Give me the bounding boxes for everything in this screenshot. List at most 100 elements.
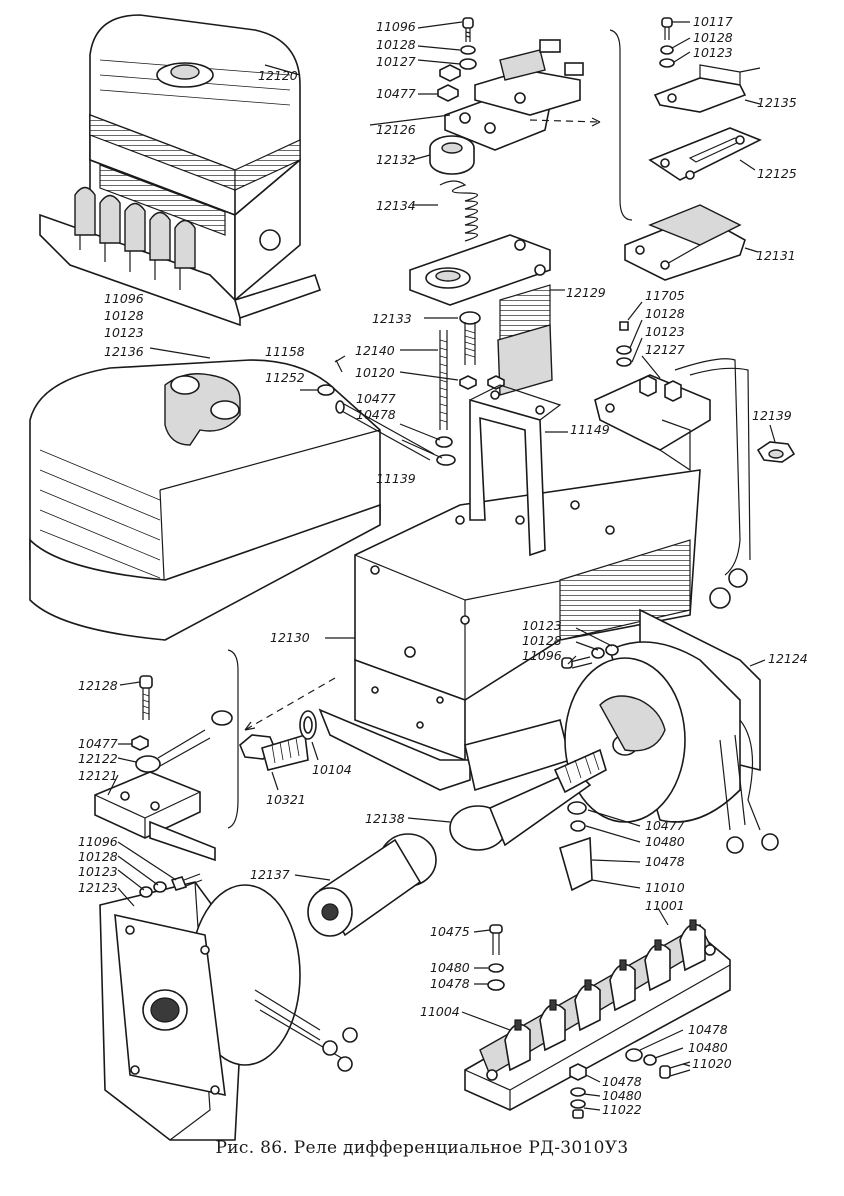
label-12132: 12132 — [376, 152, 416, 167]
label-10123: 10123 — [78, 864, 118, 879]
label-10123: 10123 — [645, 324, 685, 339]
label-11010: 11010 — [645, 880, 685, 895]
label-11096: 11096 — [376, 19, 416, 34]
label-11004: 11004 — [420, 1004, 460, 1019]
contact-assembly — [369, 39, 584, 151]
label-10478: 10478 — [356, 407, 396, 422]
terminal-strip-11004 — [461, 907, 731, 1111]
label-10128: 10128 — [78, 849, 118, 864]
label-11096: 11096 — [104, 291, 144, 306]
label-11096: 11096 — [522, 648, 562, 663]
label-10104: 10104 — [312, 762, 352, 777]
assembled-relay — [39, 14, 322, 327]
label-10127: 10127 — [376, 54, 416, 69]
label-12120: 12120 — [258, 68, 298, 83]
core-12137 — [294, 833, 437, 937]
label-10480: 10480 — [645, 834, 685, 849]
core-12138 — [407, 748, 607, 851]
label-10123: 10123 — [104, 325, 144, 340]
label-10478: 10478 — [688, 1022, 728, 1037]
label-10117: 10117 — [693, 14, 733, 29]
label-12126: 12126 — [376, 122, 416, 137]
label-12138: 12138 — [365, 811, 405, 826]
label-12133: 12133 — [372, 311, 412, 326]
label-11020: 11020 — [692, 1056, 732, 1071]
label-11096: 11096 — [78, 834, 118, 849]
label-11149: 11149 — [570, 422, 610, 437]
label-10478: 10478 — [645, 854, 685, 869]
label-10477: 10477 — [356, 391, 396, 406]
bolt-12128 — [119, 675, 153, 720]
label-10478: 10478 — [430, 976, 470, 991]
label-10475: 10475 — [430, 924, 470, 939]
part-labels: 12120 11096 10128 10127 10477 12126 1213… — [78, 14, 808, 1117]
spring-plate-12135 — [653, 64, 761, 113]
bracket-brace — [529, 29, 633, 221]
main-frame-12130 — [318, 384, 701, 792]
block-12131 — [624, 204, 759, 281]
label-10128: 10128 — [376, 37, 416, 52]
cover — [29, 347, 381, 641]
coil-12124 — [564, 608, 779, 854]
label-12140: 12140 — [355, 343, 395, 358]
label-12124: 12124 — [768, 651, 808, 666]
label-12130: 12130 — [270, 630, 310, 645]
label-10128: 10128 — [693, 30, 733, 45]
label-12137: 12137 — [250, 867, 290, 882]
label-12131: 12131 — [756, 248, 796, 263]
label-11022: 11022 — [602, 1102, 642, 1117]
label-12129: 12129 — [566, 285, 606, 300]
label-11139: 11139 — [376, 471, 416, 486]
nut-12139 — [756, 424, 796, 463]
label-12127: 12127 — [645, 342, 685, 357]
label-12122: 12122 — [78, 751, 118, 766]
label-12136: 12136 — [104, 344, 144, 359]
hardware-bottom-right — [569, 1029, 691, 1119]
label-11705: 11705 — [645, 288, 685, 303]
stud-12140 — [399, 330, 505, 430]
label-12135: 12135 — [757, 95, 797, 110]
label-10120: 10120 — [355, 365, 395, 380]
terminal-block-12121 — [94, 771, 216, 862]
label-10480: 10480 — [688, 1040, 728, 1055]
label-12128: 12128 — [78, 678, 118, 693]
pin-11139 — [300, 355, 456, 466]
magnet-yoke-12129 — [409, 234, 565, 396]
label-12123: 12123 — [78, 880, 118, 895]
label-10477: 10477 — [645, 818, 685, 833]
label-10477: 10477 — [376, 86, 416, 101]
label-10128: 10128 — [104, 308, 144, 323]
bolt-10321 — [239, 710, 319, 791]
screw-12133 — [424, 311, 481, 365]
label-11158: 11158 — [265, 344, 305, 359]
label-10123: 10123 — [522, 618, 562, 633]
screw-10117 — [659, 17, 691, 68]
label-11001: 11001 — [645, 898, 685, 913]
terminal-12127 — [594, 301, 751, 609]
label-10128: 10128 — [522, 633, 562, 648]
label-10480: 10480 — [430, 960, 470, 975]
label-12121: 12121 — [78, 768, 118, 783]
label-10478: 10478 — [602, 1074, 642, 1089]
coil-12123 — [99, 841, 358, 1141]
label-10123: 10123 — [693, 45, 733, 60]
label-12125: 12125 — [757, 166, 797, 181]
label-12139: 12139 — [752, 408, 792, 423]
screw-10475 — [473, 924, 505, 991]
figure-caption: Рис. 86. Реле дифференциальное РД-3010У3 — [215, 1138, 629, 1158]
brace-left — [227, 649, 336, 829]
lead-12122 — [117, 710, 233, 773]
label-10480: 10480 — [602, 1088, 642, 1103]
label-11252: 11252 — [265, 370, 305, 385]
ring-12132 — [411, 135, 475, 175]
screw-11096-top — [417, 17, 477, 102]
screw-11096-coil — [561, 627, 619, 669]
label-12134: 12134 — [376, 198, 416, 213]
plate-12125 — [648, 127, 762, 181]
washers-center — [559, 801, 641, 892]
label-10321: 10321 — [266, 792, 306, 807]
spring-12134 — [412, 180, 479, 242]
label-10128: 10128 — [645, 306, 685, 321]
